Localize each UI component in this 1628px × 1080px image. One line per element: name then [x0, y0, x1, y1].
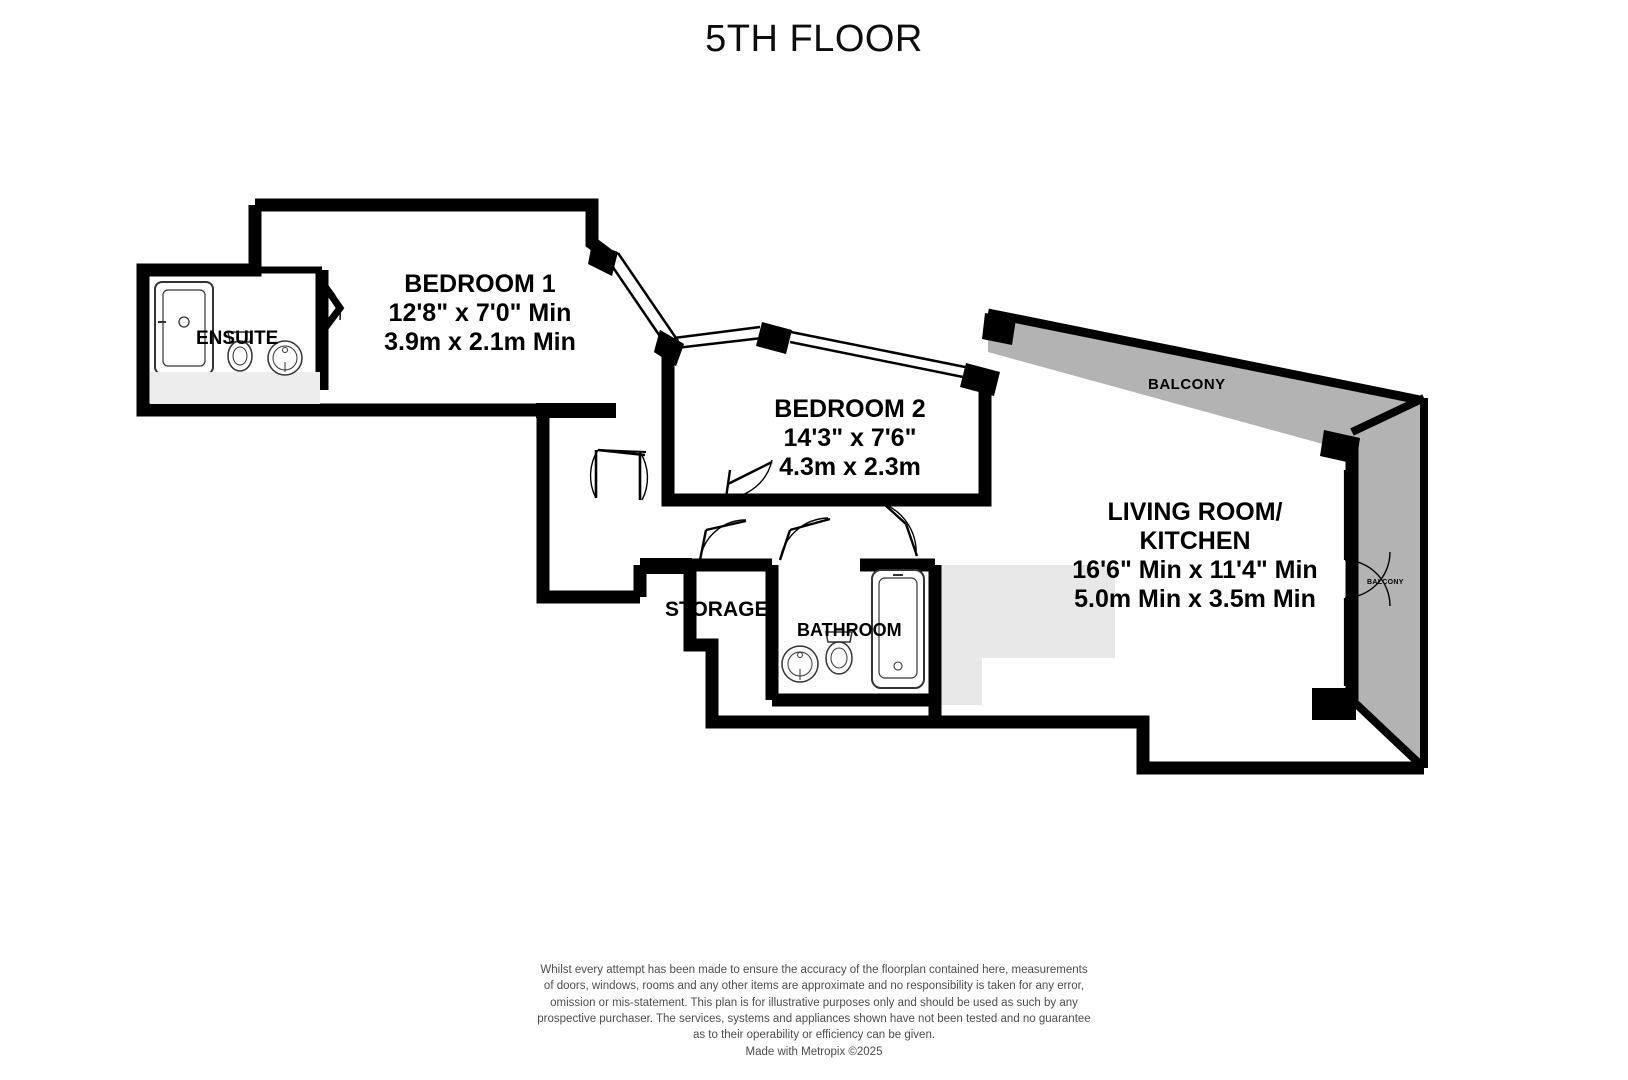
room-label-storage: STORAGE — [665, 598, 769, 621]
disclaimer-block: Whilst every attempt has been made to en… — [0, 962, 1628, 1060]
door-hall-1 — [638, 451, 649, 501]
bedroom2-name: BEDROOM 2 — [774, 395, 926, 423]
living-metric: 5.0m Min x 3.5m Min — [1074, 585, 1316, 613]
ensuite-fixtures — [150, 281, 320, 404]
bedroom2-imperial: 14'3" x 7'6" — [783, 424, 917, 452]
room-label-bedroom2: BEDROOM 2 14'3" x 7'6" 4.3m x 2.3m — [700, 395, 1000, 482]
window-wall-angled-balcony — [789, 330, 1000, 396]
made-with-credit: Made with Metropix ©2025 — [745, 1045, 883, 1058]
living-name-line2: KITCHEN — [1139, 527, 1251, 555]
walls-balcony-right — [1349, 394, 1428, 771]
disclaimer-line-2: of doors, windows, rooms and any other i… — [543, 980, 1085, 993]
disclaimer-line-1: Whilst every attempt has been made to en… — [540, 964, 1088, 976]
bedroom1-imperial: 12'8" x 7'0" Min — [388, 299, 572, 327]
living-imperial: 16'6" Min x 11'4" Min — [1072, 556, 1318, 584]
bedroom1-metric: 3.9m x 2.1m Min — [384, 328, 576, 356]
balcony-corner-blocks — [982, 313, 1360, 464]
balcony-right-area — [1352, 398, 1424, 768]
room-label-balcony-top: BALCONY — [1148, 376, 1226, 393]
disclaimer-line-4: prospective purchaser. The services, sys… — [537, 1012, 1091, 1025]
room-label-ensuite: ENSUITE — [196, 328, 279, 349]
disclaimer-line-3: omission or mis-statement. This plan is … — [550, 996, 1078, 1009]
walls-bedroom2 — [661, 352, 992, 507]
bathroom-fixtures — [781, 569, 925, 689]
disclaimer-line-5: as to their operability or efficiency ca… — [692, 1029, 936, 1042]
kitchen-floor-shading — [935, 565, 1115, 705]
living-name-line1: LIVING ROOM/ — [1107, 498, 1283, 526]
page-title: 5TH FLOOR — [705, 18, 923, 60]
bedroom2-metric: 4.3m x 2.3m — [779, 453, 921, 481]
room-label-balcony-right: BALCONY — [1367, 579, 1404, 586]
door-bathroom — [778, 517, 831, 561]
room-label-bedroom1: BEDROOM 1 12'8" x 7'0" Min 3.9m x 2.1m M… — [330, 270, 630, 357]
door-bedroom1 — [589, 448, 647, 499]
door-storage — [698, 519, 747, 561]
door-bedroom2 — [724, 459, 773, 499]
window-wall-angled-bed2 — [654, 322, 792, 366]
room-label-living-kitchen: LIVING ROOM/ KITCHEN 16'6" Min x 11'4" M… — [1010, 498, 1380, 614]
room-label-bathroom: BATHROOM — [797, 620, 902, 640]
door-ensuite — [321, 281, 341, 321]
walls-balcony-top — [987, 308, 1421, 405]
balcony-door-glass — [1343, 470, 1391, 686]
walls-hall — [536, 410, 942, 729]
bedroom1-name: BEDROOM 1 — [404, 270, 556, 298]
door-living — [883, 503, 919, 557]
